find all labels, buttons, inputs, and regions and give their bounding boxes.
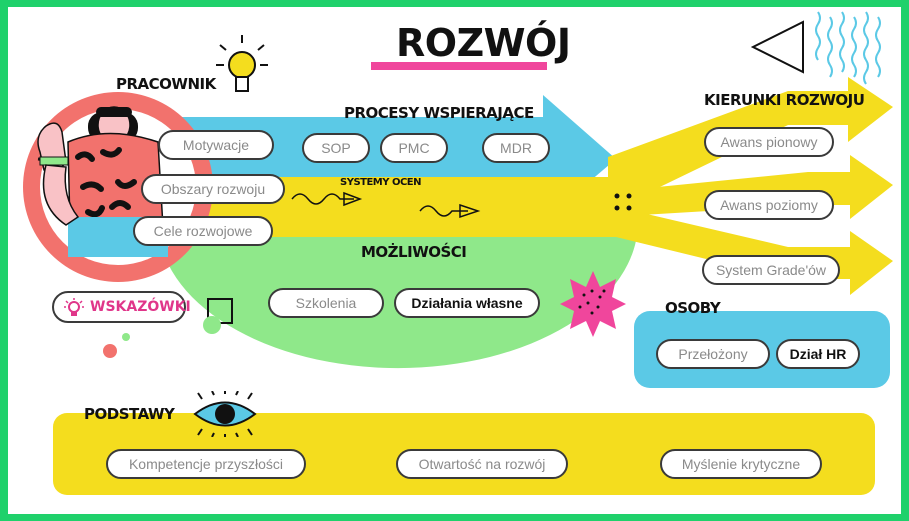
pill-szkolenia: Szkolenia xyxy=(268,288,384,318)
diagram-shapes xyxy=(23,62,893,495)
kierunki-heading: KIERUNKI ROZWOJU xyxy=(704,91,865,109)
dots-icon xyxy=(614,193,632,211)
podstawy-heading: PODSTAWY xyxy=(84,405,175,423)
systemy-heading: SYSTEMY OCEN xyxy=(340,177,422,188)
waves-icon xyxy=(750,11,881,85)
lightbulb-icon xyxy=(216,35,268,92)
pracownik-heading: PRACOWNIK xyxy=(116,75,216,93)
pill-myslenie-krytyczne: Myślenie krytyczne xyxy=(660,449,822,479)
wskazowki-label: WSKAZÓWKI xyxy=(90,299,191,315)
pill-obszary-rozwoju: Obszary rozwoju xyxy=(141,174,285,204)
pill-dzial-hr: Dział HR xyxy=(776,339,860,369)
pill-sop: SOP xyxy=(302,133,370,163)
eye-icon xyxy=(193,391,257,437)
squiggle-arrow-icon xyxy=(291,191,481,219)
osoby-heading: OSOBY xyxy=(665,299,721,317)
pill-system-gradeow: System Grade'ów xyxy=(702,255,840,285)
megaphone-icon xyxy=(64,298,84,316)
pill-awans-poziomy: Awans poziomy xyxy=(704,190,834,220)
pill-mdr: MDR xyxy=(482,133,550,163)
procesy-heading: PROCESY WSPIERAJĄCE xyxy=(344,104,534,122)
pill-cele-rozwojowe: Cele rozwojowe xyxy=(133,216,273,246)
pill-otwartosc-na-rozwoj: Otwartość na rozwój xyxy=(396,449,568,479)
wskazowki-button[interactable]: WSKAZÓWKI xyxy=(52,291,191,323)
starburst-icon xyxy=(560,271,626,337)
mozliwosci-heading: MOŻLIWOŚCI xyxy=(361,243,467,261)
pill-dzialania-wlasne: Działania własne xyxy=(394,288,540,318)
page-title: ROZWÓJ xyxy=(396,21,571,65)
pill-motywacje: Motywacje xyxy=(158,130,274,160)
pill-pmc: PMC xyxy=(380,133,448,163)
title-underline xyxy=(371,62,547,70)
pill-awans-pionowy: Awans pionowy xyxy=(704,127,834,157)
pill-kompetencje-przyszlosci: Kompetencje przyszłości xyxy=(106,449,306,479)
pill-przelozony: Przełożony xyxy=(656,339,770,369)
pracownik-illustration xyxy=(37,106,168,257)
infographic-canvas: ROZWÓJ PRACOWNIK PROCESY WSPIERAJĄCE SYS… xyxy=(8,7,901,514)
decor-shapes xyxy=(103,298,233,358)
